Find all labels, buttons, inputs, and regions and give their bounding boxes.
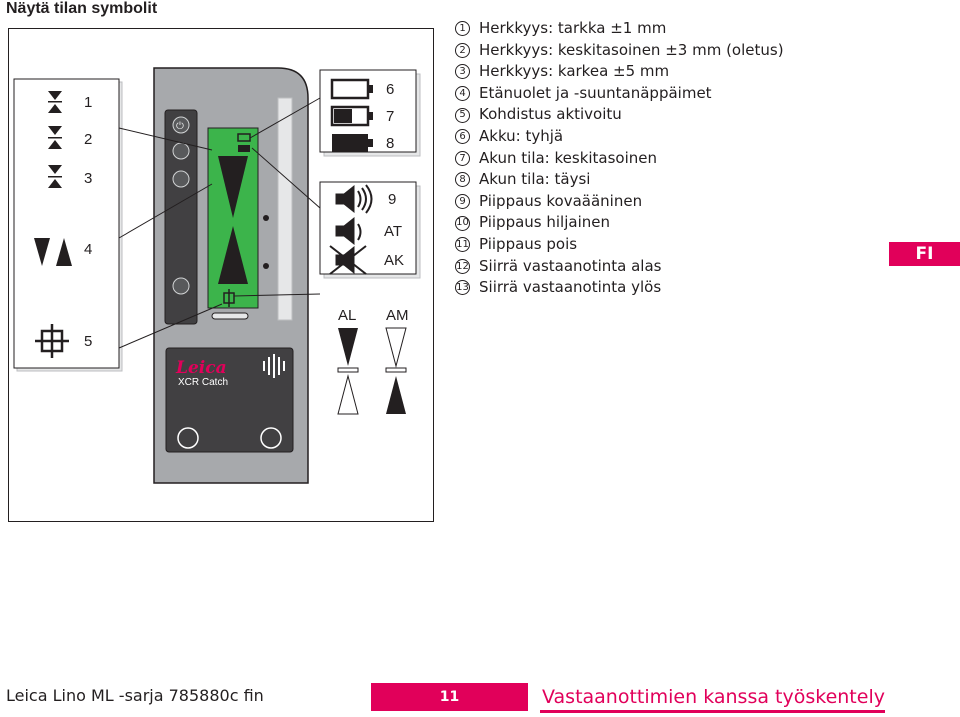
legend-text: Kohdistus aktivoitu: [479, 105, 622, 124]
legend-number: 1: [455, 21, 470, 37]
up-button-icon: [260, 427, 282, 449]
beep-off-icon: [329, 245, 367, 275]
sensitivity-coarse-icon: [48, 165, 62, 188]
label-1: 1: [84, 94, 92, 111]
legend-text: Herkkyys: tarkka ±1 mm: [479, 19, 667, 37]
footer-rule: [540, 710, 885, 713]
footer-document-name: Leica Lino ML -sarja 785880c fin: [6, 686, 264, 705]
footer-chapter-title: Vastaanottimien kanssa työskentely: [542, 686, 885, 708]
legend-number: 5: [455, 107, 470, 123]
legend-text: Etänuolet ja -suuntanäppäimet: [479, 83, 712, 102]
legend-item: 6 Akku: tyhjä: [455, 126, 784, 148]
label-6: 6: [386, 81, 394, 98]
label-am: AM: [386, 307, 409, 324]
label-9: 9: [388, 191, 396, 208]
model-name: XCR Catch: [178, 377, 228, 388]
move-up-arrow-icon: [385, 327, 407, 414]
sensitivity-medium-icon: [48, 126, 62, 149]
legend-item: 10 Piippaus hiljainen: [455, 212, 784, 234]
sensitivity-fine-icon: [48, 91, 62, 113]
remote-arrows-icon: [34, 238, 72, 266]
label-3: 3: [84, 170, 92, 187]
legend-item: 2 Herkkyys: keskitasoinen ±3 mm (oletus): [455, 40, 784, 62]
page-number: 11: [371, 683, 528, 711]
move-down-arrow-icon: [337, 328, 359, 415]
legend-number: 13: [455, 280, 470, 296]
leica-logo: Leica: [175, 358, 227, 378]
battery-empty-icon: [330, 78, 373, 100]
legend-text: Piippaus hiljainen: [479, 213, 610, 232]
focus-active-icon: [35, 324, 69, 358]
battery-full-icon: [332, 134, 373, 152]
legend-item: 1 Herkkyys: tarkka ±1 mm: [455, 18, 784, 40]
label-at: AT: [384, 223, 402, 240]
legend-text: Akku: tyhjä: [479, 126, 564, 145]
label-7: 7: [386, 108, 394, 125]
label-4: 4: [84, 241, 92, 258]
legend-number: 10: [455, 215, 470, 231]
section-title: Näytä tilan symbolit: [6, 0, 158, 17]
legend-item: 13 Siirrä vastaanotinta ylös: [455, 277, 784, 299]
legend-text: Piippaus pois: [479, 234, 578, 253]
legend-number: 6: [455, 129, 470, 145]
label-al: AL: [338, 307, 356, 324]
legend-item: 8 Akun tila: täysi: [455, 169, 784, 191]
legend-number: 2: [455, 42, 470, 58]
legend-text: Herkkyys: karkea ±5 mm: [479, 62, 670, 81]
legend-item: 3 Herkkyys: karkea ±5 mm: [455, 61, 784, 83]
legend-item: 7 Akun tila: keskitasoinen: [455, 148, 784, 170]
receiver-device: ⏻ Leica XCR Catch: [153, 67, 309, 484]
legend-number: 8: [455, 172, 470, 188]
battery-medium-icon: [330, 105, 373, 127]
legend-number: 12: [455, 258, 470, 274]
label-8: 8: [386, 135, 394, 152]
legend-item: 4 Etänuolet ja -suuntanäppäimet: [455, 83, 784, 105]
legend-item: 9 Piippaus kovaääninen: [455, 191, 784, 213]
legend-number: 7: [455, 150, 470, 166]
label-2: 2: [84, 131, 92, 148]
legend-text: Herkkyys: keskitasoinen ±3 mm (oletus): [479, 40, 784, 59]
legend-text: Siirrä vastaanotinta ylös: [479, 278, 662, 297]
receiver-keypad: [165, 347, 294, 453]
legend-item: 12 Siirrä vastaanotinta alas: [455, 256, 784, 278]
svg-text:⏻: ⏻: [176, 121, 184, 132]
symbol-legend: 1 Herkkyys: tarkka ±1 mm 2 Herkkyys: keski…: [455, 18, 784, 299]
leader-lines: [118, 97, 321, 349]
legend-number: 9: [455, 194, 470, 210]
legend-number: 4: [455, 86, 470, 102]
legend-item: 11 Piippaus pois: [455, 234, 784, 256]
beep-quiet-icon: [335, 216, 362, 246]
language-tab: FI: [889, 242, 960, 266]
legend-text: Akun tila: keskitasoinen: [479, 148, 658, 167]
label-5: 5: [84, 333, 92, 350]
legend-text: Piippaus kovaääninen: [479, 191, 643, 210]
down-button-icon: [177, 427, 199, 449]
legend-item: 5 Kohdistus aktivoitu: [455, 104, 784, 126]
figure-frame: [8, 28, 434, 522]
legend-text: Siirrä vastaanotinta alas: [479, 256, 662, 275]
legend-number: 11: [455, 237, 470, 253]
label-ak: AK: [384, 252, 404, 269]
legend-text: Akun tila: täysi: [479, 170, 591, 189]
legend-number: 3: [455, 64, 470, 80]
receiver-figure: 1 2 3 4 5 ⏻ Leica XCR Catch 6 7 8: [13, 67, 421, 484]
beep-loud-icon: [335, 184, 373, 214]
